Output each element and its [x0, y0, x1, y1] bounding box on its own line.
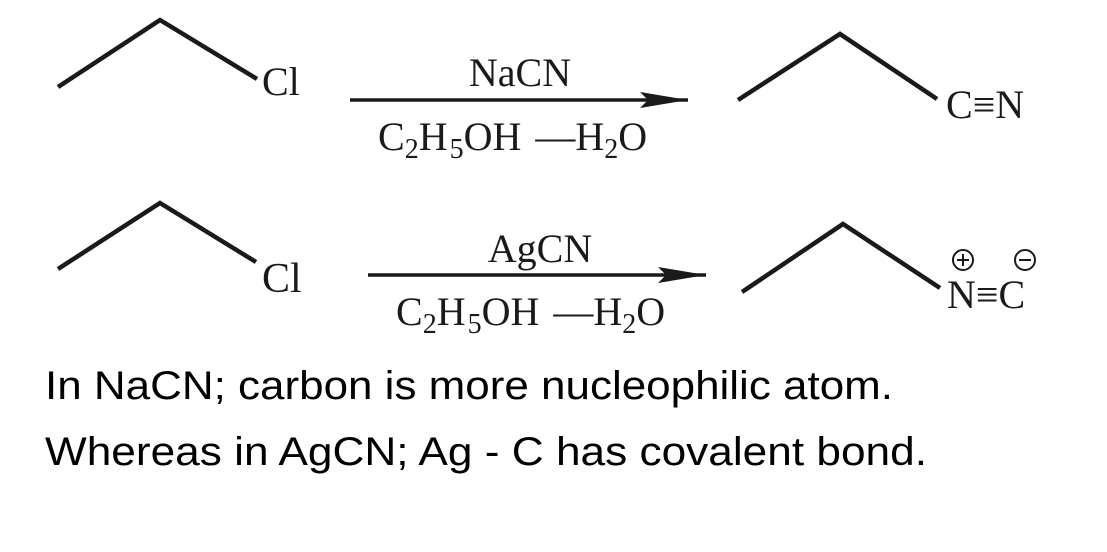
reaction-2: Cl AgCN C2H5OH—H2O N≡C — [56, 200, 1036, 340]
isocyanide-group: N≡C — [947, 272, 1025, 317]
ethyl-skeleton-bond — [740, 221, 942, 294]
ethyl-skeleton-bond — [56, 200, 258, 271]
reaction-arrow-2: AgCN C2H5OH—H2O — [368, 226, 706, 340]
solvent-conditions: C2H5OH—H2O — [378, 114, 647, 165]
note-line-1: In NaCN; carbon is more nucleophilic ato… — [45, 364, 893, 408]
reagent-label: AgCN — [488, 226, 592, 271]
product-2-isocyanide: N≡C — [740, 221, 1036, 317]
reactant-1-chloroethane: Cl — [56, 17, 300, 104]
nitrile-group: C≡N — [946, 82, 1024, 127]
negative-charge-icon — [1014, 249, 1036, 271]
product-1-nitrile: C≡N — [736, 31, 1024, 127]
chlorine-label: Cl — [262, 256, 302, 302]
positive-charge-icon — [952, 249, 974, 271]
ethyl-skeleton-bond — [736, 31, 939, 102]
explanation-notes: In NaCN; carbon is more nucleophilic ato… — [45, 364, 927, 474]
chlorine-label: Cl — [262, 59, 300, 104]
reactant-2-chloroethane: Cl — [56, 200, 302, 302]
reaction-arrow-1: NaCN C2H5OH—H2O — [350, 50, 688, 165]
reagent-label: NaCN — [469, 50, 571, 95]
reaction-1: Cl NaCN C2H5OH—H2O C≡N — [56, 17, 1024, 165]
solvent-conditions: C2H5OH—H2O — [396, 289, 665, 340]
note-line-2: Whereas in AgCN; Ag - C has covalent bon… — [45, 430, 927, 474]
ethyl-skeleton-bond — [56, 17, 259, 89]
